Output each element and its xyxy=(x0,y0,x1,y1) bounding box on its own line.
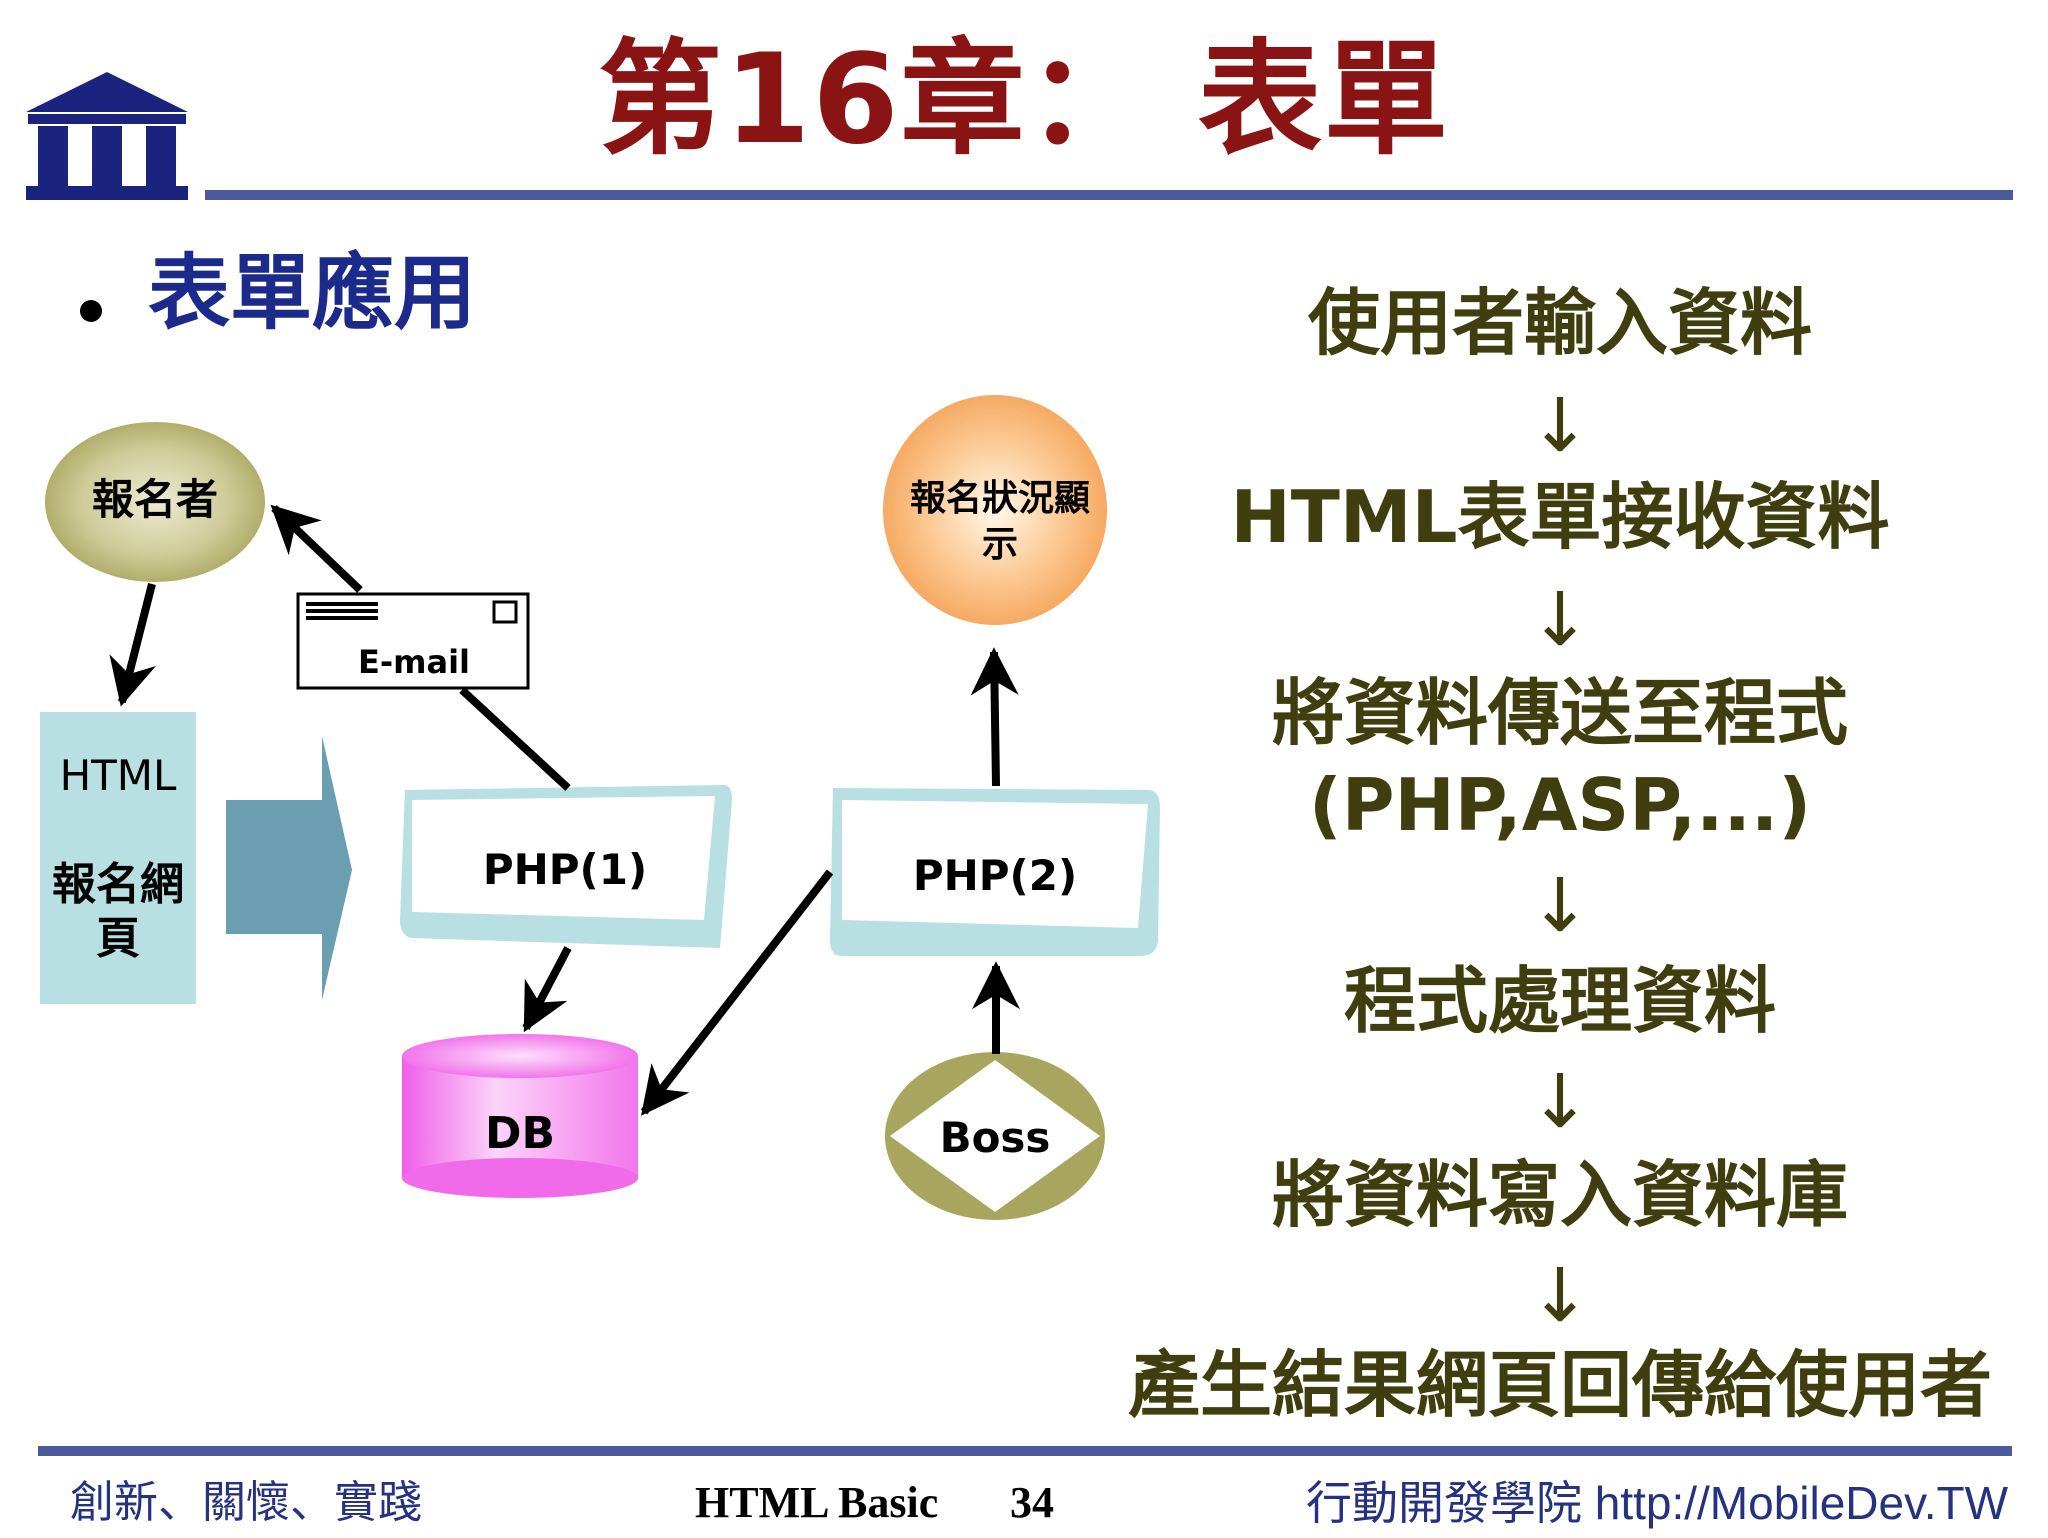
step-process-data: 程式處理資料 xyxy=(1343,959,1776,1043)
step-arrow: ↓ xyxy=(1528,1059,1591,1145)
step-program-examples: (PHP,ASP,...) xyxy=(1308,763,1812,847)
status-display-label: 報名狀況顯示 xyxy=(909,478,1090,565)
php1-label: PHP(1) xyxy=(482,845,648,894)
step-arrow: ↓ xyxy=(1528,863,1591,949)
step-return-result: 產生結果網頁回傳給使用者 xyxy=(1127,1343,1992,1427)
slide-title: 第16章： 表單 xyxy=(598,28,1450,172)
php2-box xyxy=(830,788,1160,956)
step-arrow: ↓ xyxy=(1528,1253,1591,1339)
arrow-php1-to-db xyxy=(522,946,572,1033)
footer-rule xyxy=(38,1446,2012,1456)
db-label: DB xyxy=(484,1108,556,1159)
form-page-box xyxy=(40,712,196,1004)
form-flow-diagram xyxy=(40,395,1160,1220)
institute-logo xyxy=(26,72,188,200)
step-send-to-program: 將資料傳送至程式 xyxy=(1271,671,1848,755)
footer-site: 行動開發學院 http://MobileDev.TW xyxy=(1305,1477,2008,1529)
step-arrow: ↓ xyxy=(1528,577,1591,663)
registrant-ellipse xyxy=(45,422,265,582)
block-arrow xyxy=(226,736,352,1000)
email-label: E-mail xyxy=(357,643,470,681)
step-user-input: 使用者輸入資料 xyxy=(1307,281,1812,365)
step-arrow: ↓ xyxy=(1528,383,1591,469)
boss-shape xyxy=(885,1052,1105,1220)
php1-box xyxy=(400,785,732,948)
bullet-heading: 表單應用 xyxy=(148,246,477,341)
arrow-registrant-to-page xyxy=(109,583,156,707)
arrow-php2-to-status xyxy=(970,647,1019,787)
step-write-database: 將資料寫入資料庫 xyxy=(1271,1153,1848,1237)
php2-label: PHP(2) xyxy=(912,851,1078,900)
bullet-dot xyxy=(80,300,102,322)
html-label: HTML xyxy=(59,751,177,800)
form-page-label: 報名網頁 xyxy=(52,859,184,964)
header-rule xyxy=(205,190,2013,200)
step-form-receive: HTML表單接收資料 xyxy=(1230,475,1890,559)
footer-motto: 創新、關懷、實踐 xyxy=(70,1477,422,1528)
registrant-label: 報名者 xyxy=(91,475,218,524)
arrow-email-to-registrant xyxy=(270,504,363,593)
boss-label: Boss xyxy=(939,1113,1051,1162)
status-display-circle xyxy=(883,395,1107,625)
page-number: 34 xyxy=(1010,1478,1054,1527)
arrow-php2-to-db xyxy=(640,869,834,1116)
footer-course: HTML Basic xyxy=(695,1478,939,1527)
database-cylinder xyxy=(402,1034,638,1198)
